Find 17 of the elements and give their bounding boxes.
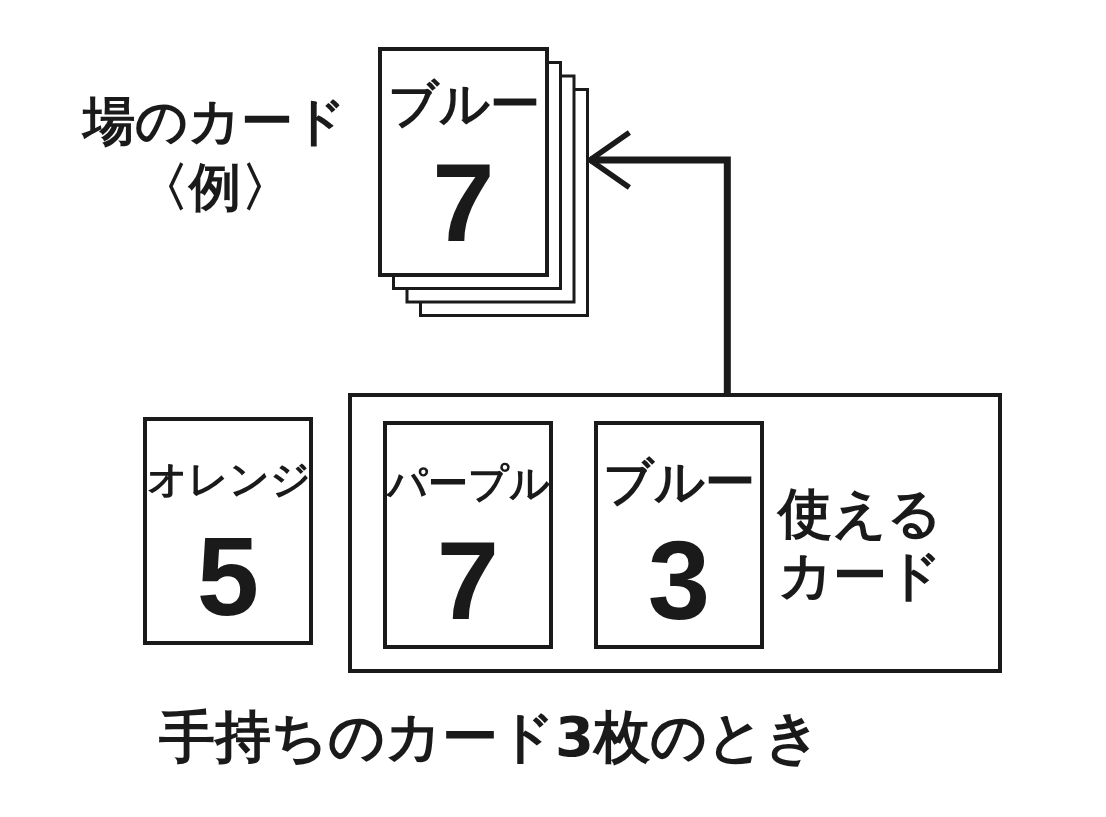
card-color: ブルー: [602, 457, 756, 507]
group-label: 使えるカード: [778, 483, 943, 607]
group-box: [348, 393, 1002, 673]
card: [143, 417, 313, 645]
card-caption: 場のカード〈例〉: [80, 90, 347, 219]
card: [594, 421, 764, 649]
arrow: [587, 129, 731, 393]
card-color: パープル: [387, 463, 549, 503]
card-stack: [378, 47, 590, 318]
card-number: 5: [195, 521, 261, 633]
card-color: ブルー: [386, 79, 541, 129]
card: [383, 421, 553, 649]
card-number: 7: [431, 147, 496, 259]
card-color: オレンジ: [147, 459, 309, 499]
card-number: 7: [435, 525, 501, 637]
caption: 手持ちのカード3枚のとき: [158, 703, 822, 771]
card-number: 3: [646, 525, 712, 637]
